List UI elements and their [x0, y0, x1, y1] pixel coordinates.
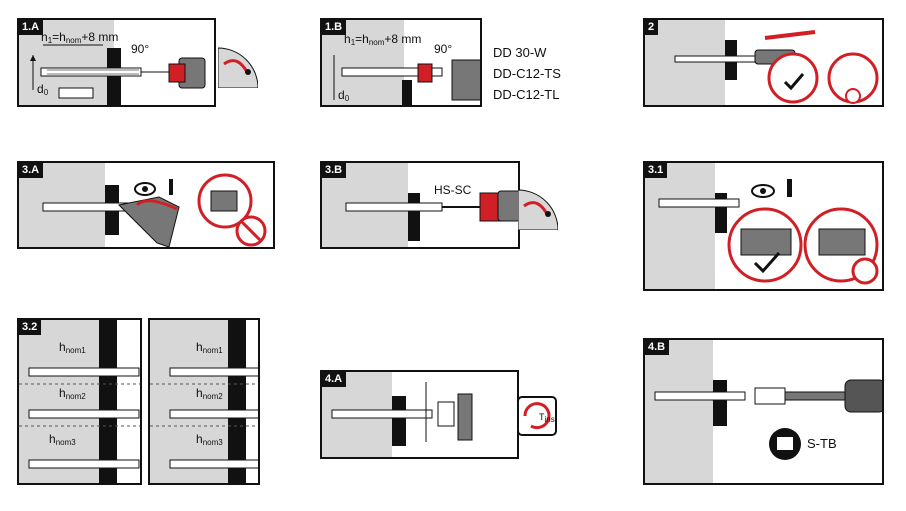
d0-label: d0	[338, 88, 350, 103]
panel-4a-tag: 4.A	[322, 372, 347, 387]
drill-mode-icon	[217, 44, 259, 89]
panel-4b-figure	[645, 340, 882, 483]
panel-31: 3.1	[643, 161, 884, 291]
panel-1b-tag: 1.B	[322, 20, 347, 35]
panel-1a-figure	[19, 20, 206, 105]
panel-32-tag: 3.2	[19, 320, 42, 335]
tool-dd30w: DD 30-W	[493, 45, 547, 60]
panel-1a-tag: 1.A	[19, 20, 44, 35]
hnom3-label-right: hnom3	[196, 432, 223, 447]
panel-31-figure	[645, 163, 879, 289]
hnom1-label-right: hnom1	[196, 340, 223, 355]
tool-ddc12tl: DD-C12-TL	[493, 87, 560, 102]
panel-3b-figure	[322, 163, 518, 247]
panel-3a: 3.A	[17, 161, 275, 249]
panel-32-right-figure	[150, 320, 258, 483]
angle-label: 90°	[131, 42, 150, 56]
panel-3a-figure	[19, 163, 267, 247]
panel-3a-tag: 3.A	[19, 163, 44, 178]
h1-label: h1=hnom+8 mm	[41, 30, 119, 45]
panel-32-left: 3.2 hnom1 hnom2 hnom3	[17, 318, 142, 485]
panel-32-right: hnom1 hnom2 hnom3	[148, 318, 260, 485]
angle-label: 90°	[434, 42, 453, 56]
panel-31-tag: 3.1	[645, 163, 668, 178]
panel-1b: 1.B h1=hnom+8 mm 90° d0	[320, 18, 482, 107]
panel-4b-tag: 4.B	[645, 340, 670, 355]
h1-label: h1=hnom+8 mm	[344, 32, 422, 47]
tool-stb: S-TB	[807, 436, 837, 451]
panel-4a-figure	[322, 372, 473, 457]
panel-4a: 4.A	[320, 370, 519, 459]
panel-3b: 3.B HS-SC	[320, 161, 520, 249]
hnom3-label: hnom3	[49, 432, 76, 447]
drill-mode-icon-3b	[517, 186, 559, 231]
hnom1-label: hnom1	[59, 340, 86, 355]
panel-2-tag: 2	[645, 20, 659, 35]
hnom2-label: hnom2	[59, 386, 86, 401]
hnom2-label-right: hnom2	[196, 386, 223, 401]
tool-ddc12ts: DD-C12-TS	[493, 66, 561, 81]
tool-hssc: HS-SC	[434, 183, 472, 197]
panel-3b-tag: 3.B	[322, 163, 347, 178]
panel-4b: 4.B S-TB	[643, 338, 884, 485]
tinst-label: Tinst	[539, 412, 557, 424]
panel-2: 2	[643, 18, 884, 107]
d0-label: d0	[37, 82, 49, 97]
panel-32-left-figure	[19, 320, 140, 483]
panel-2-figure	[645, 20, 879, 105]
torque-wrench-icon: Tinst	[517, 396, 557, 436]
panel-1a: 1.A h1=hnom+8 mm 90° d0	[17, 18, 216, 107]
